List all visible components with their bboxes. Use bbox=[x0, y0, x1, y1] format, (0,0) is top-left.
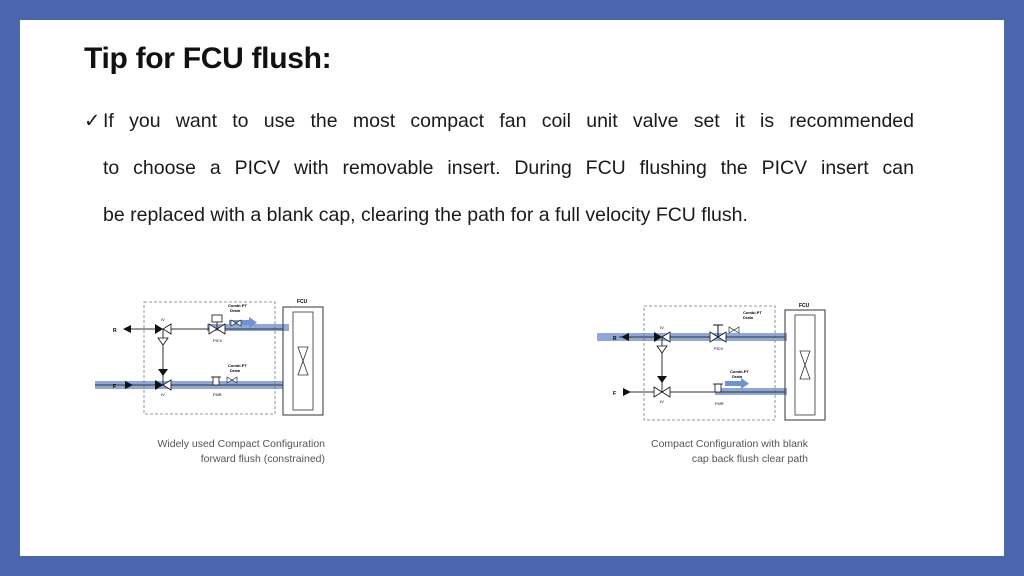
fcu-label: FCU bbox=[799, 303, 810, 309]
combi-bottom-label: Combi-PT bbox=[228, 363, 247, 368]
valve-set-box bbox=[643, 305, 776, 421]
iv-top-label: IV bbox=[161, 317, 165, 322]
drain-top-label: Drain bbox=[743, 315, 754, 320]
iv-bottom-valve-icon bbox=[155, 380, 163, 390]
paragraph-line-1: If you want to use the most compact fan … bbox=[103, 110, 914, 132]
iv-bottom-label: IV bbox=[660, 399, 664, 404]
check-valve-top-icon bbox=[157, 337, 169, 346]
flow-arrow-top-head bbox=[249, 317, 257, 328]
combi-bottom-label: Combi-PT bbox=[730, 369, 749, 374]
check-valve-bottom-icon bbox=[657, 376, 667, 383]
fmr-label: FMR bbox=[715, 401, 724, 406]
fmr-label: FMR bbox=[213, 392, 222, 397]
flow-arrow-icon bbox=[623, 388, 631, 396]
flow-arrow-bottom-head bbox=[741, 378, 749, 389]
iv-top-valve-icon bbox=[155, 324, 163, 334]
slide-title: Tip for FCU flush: bbox=[84, 42, 332, 75]
flow-arrow-bottom bbox=[725, 381, 741, 386]
drain-bottom-icon bbox=[226, 376, 233, 384]
back-flush-diagram: FCU R F IV IV PICV Combi-PT Drain FMR Co… bbox=[597, 303, 826, 421]
drain-top-icon bbox=[230, 319, 237, 327]
f-label: F bbox=[113, 384, 116, 390]
picv-label: PICV bbox=[714, 346, 724, 351]
caption-right: Compact Configuration with blank cap bac… bbox=[651, 438, 808, 465]
picv-label: PICV bbox=[213, 338, 223, 343]
return-arrow-icon bbox=[621, 333, 629, 341]
iv-bottom-label: IV bbox=[161, 392, 165, 397]
blank-cap-icon bbox=[713, 324, 723, 337]
flow-highlight-top bbox=[207, 324, 289, 331]
r-label: R bbox=[613, 336, 617, 342]
iv-bottom-valve-icon bbox=[653, 386, 663, 398]
picv-valve-icon bbox=[709, 331, 719, 343]
paragraph-line-3: be replaced with a blank cap, clearing t… bbox=[103, 204, 748, 226]
r-label: R bbox=[113, 328, 117, 334]
check-valve-top-icon bbox=[656, 345, 668, 354]
flow-arrow-icon bbox=[125, 381, 133, 389]
caption-left: Widely used Compact Configuration forwar… bbox=[157, 438, 326, 465]
fmr-icon bbox=[714, 383, 722, 393]
bullet-paragraph: ✓ If you want to use the most compact fa… bbox=[84, 98, 914, 239]
fcu-coil bbox=[794, 314, 816, 416]
check-valve-bottom-icon bbox=[158, 369, 168, 376]
drain-bottom-label: Drain bbox=[732, 374, 743, 379]
f-label: F bbox=[613, 391, 616, 397]
forward-flush-diagram: FCU R F IV IV PICV Combi-PT Drain FMR Co… bbox=[95, 299, 324, 416]
paragraph-line-2: to choose a PICV with removable insert. … bbox=[103, 157, 914, 179]
combi-top-label: Combi-PT bbox=[743, 310, 762, 315]
valve-set-box bbox=[143, 301, 276, 415]
drain-bottom-label: Drain bbox=[230, 368, 241, 373]
combi-top-label: Combi-PT bbox=[228, 303, 247, 308]
fmr-icon bbox=[212, 376, 220, 386]
return-arrow-icon bbox=[123, 325, 131, 333]
drain-top-label: Drain bbox=[230, 308, 241, 313]
fcu-fan-icon bbox=[297, 346, 309, 363]
fcu-label: FCU bbox=[297, 299, 308, 305]
fcu-box bbox=[784, 309, 826, 421]
picv-valve-icon bbox=[208, 323, 218, 335]
fcu-fan-icon bbox=[799, 350, 811, 367]
drain-top-icon bbox=[728, 326, 735, 334]
fcu-coil bbox=[292, 311, 314, 411]
slide bbox=[20, 20, 1004, 556]
fcu-box bbox=[282, 306, 324, 416]
check-icon: ✓ bbox=[84, 110, 101, 132]
picv-actuator-icon bbox=[211, 314, 223, 323]
iv-top-valve-icon bbox=[654, 332, 662, 342]
iv-top-label: IV bbox=[660, 325, 664, 330]
